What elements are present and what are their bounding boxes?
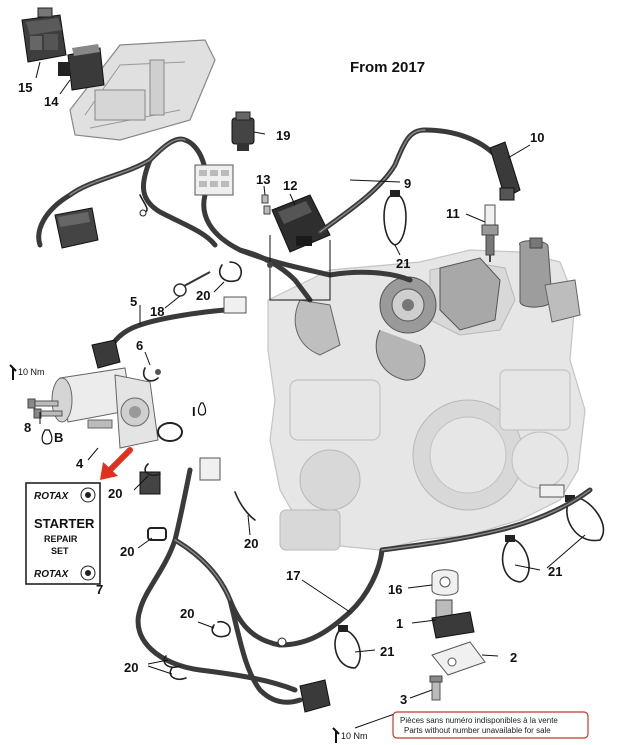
note-french: Pièces sans numéro indisponibles à la ve… <box>400 716 558 725</box>
callout-4: 4 <box>76 456 84 471</box>
callout-20-upper: 20 <box>196 288 210 303</box>
clip-part-20-upper <box>218 261 273 283</box>
callout-20-lower: 20 <box>180 606 194 621</box>
callout-17: 17 <box>286 568 300 583</box>
wiring-harness-lower <box>135 467 593 705</box>
callout-19: 19 <box>276 128 290 143</box>
callout-8: 8 <box>24 420 31 435</box>
torque-value-top: 10 Nm <box>18 367 45 377</box>
wiring-harness-upper <box>36 136 413 303</box>
starter-repair-kit-box <box>25 482 101 585</box>
kit-arrow <box>100 447 133 480</box>
lubricant-i-symbol: I <box>192 402 207 419</box>
callout-15: 15 <box>18 80 32 95</box>
cable-tie-part-21-bottom <box>334 625 361 669</box>
harness-module-left <box>54 207 99 249</box>
kit-brand-bottom: ROTAX <box>34 569 70 580</box>
callout-labels: 15 14 19 13 12 9 10 11 21 20 18 5 6 8 4 … <box>18 80 562 707</box>
diagram-title: From 2017 <box>350 59 425 76</box>
callout-20-left: 20 <box>108 486 122 501</box>
ecu-part-15 <box>21 7 67 63</box>
starter-motor-part-4 <box>51 367 159 449</box>
note-english: Parts without number unavailable for sal… <box>404 726 551 735</box>
callout-20-mid: 20 <box>244 536 258 551</box>
callout-14: 14 <box>44 94 59 109</box>
callout-20-bottom: 20 <box>124 660 138 675</box>
sensor-part-1 <box>431 599 475 639</box>
kit-label: ROTAX STARTER REPAIR SET ROTAX <box>34 491 95 580</box>
gasket-part-16 <box>431 569 459 596</box>
callout-18: 18 <box>150 304 164 319</box>
bolt-part-3 <box>429 675 443 701</box>
ecu-bracket <box>69 39 216 141</box>
engine-top-components <box>294 237 581 381</box>
torque-value-bottom: 10 Nm <box>341 731 368 741</box>
module-part-12 <box>271 194 331 253</box>
bracket-part-2 <box>431 641 486 676</box>
availability-note: Pièces sans numéro indisponibles à la ve… <box>392 711 589 739</box>
torque-spec-bottom: 10 Nm <box>332 727 368 743</box>
ignition-cable-part-9 <box>317 127 498 235</box>
spark-plug-cap-part-10 <box>489 141 521 201</box>
kit-line-repair: REPAIR <box>44 534 78 544</box>
lubricant-b-label: B <box>54 430 63 445</box>
fastener-part-13 <box>261 194 271 215</box>
callout-9: 9 <box>404 176 411 191</box>
callout-7: 7 <box>96 582 103 597</box>
callout-6: 6 <box>136 338 143 353</box>
clip-part-6 <box>142 367 161 382</box>
callout-16: 16 <box>388 582 402 597</box>
spark-plug-part-11 <box>481 204 499 262</box>
harness-connectors-lower <box>139 457 565 713</box>
cable-tie-part-21-right <box>501 495 605 583</box>
lubricant-i-label: I <box>192 404 196 419</box>
torque-spec-top: 10 Nm <box>9 364 45 380</box>
lubricant-b-symbol: B <box>41 429 63 445</box>
callout-2: 2 <box>510 650 517 665</box>
callout-21-top: 21 <box>396 256 410 271</box>
relay-part-14 <box>58 44 105 91</box>
sensor-part-19 <box>231 111 255 151</box>
callout-12: 12 <box>283 178 297 193</box>
leader-lines <box>35 61 586 729</box>
callout-11: 11 <box>446 206 460 221</box>
starter-cable-part-5 <box>91 296 247 369</box>
callout-20-clip: 20 <box>120 544 134 559</box>
kit-line-starter: STARTER <box>34 516 95 531</box>
clip-part-20-lower <box>144 463 231 681</box>
callout-13: 13 <box>256 172 270 187</box>
callout-21-right: 21 <box>548 564 562 579</box>
kit-line-set: SET <box>51 546 69 556</box>
callout-21-bottom: 21 <box>380 644 394 659</box>
harness-connector-block <box>194 164 234 196</box>
callout-10: 10 <box>530 130 544 145</box>
bolt-part-8 <box>27 398 63 419</box>
callout-1: 1 <box>396 616 403 631</box>
callout-3: 3 <box>400 692 407 707</box>
kit-brand-top: ROTAX <box>34 491 70 502</box>
cable-tie-part-21-top <box>383 190 407 246</box>
o-ring-seal <box>157 422 183 442</box>
callout-5: 5 <box>130 294 137 309</box>
